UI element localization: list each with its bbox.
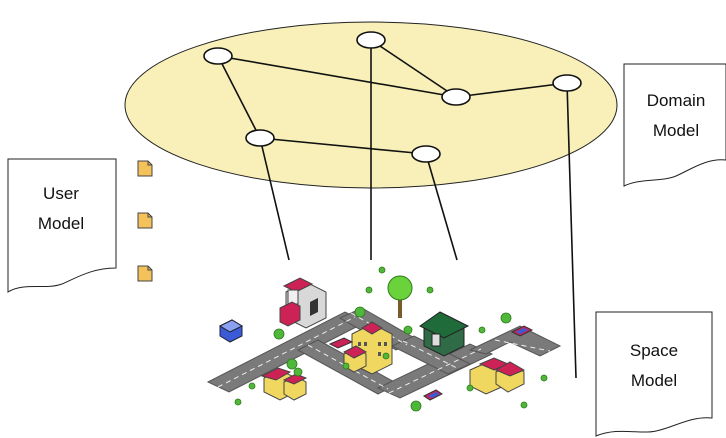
page-icon	[137, 265, 153, 282]
user-model-document: User Model	[7, 158, 117, 293]
vehicle	[423, 389, 443, 401]
user-model-label-1: User	[43, 184, 79, 203]
bushes	[234, 266, 548, 412]
domain-edges	[217, 39, 568, 155]
user-model-label-2: Model	[38, 214, 84, 233]
building	[342, 345, 368, 373]
building	[279, 301, 301, 327]
node	[411, 145, 441, 163]
domain-nodes	[203, 31, 582, 163]
city-illustration	[206, 266, 562, 412]
node	[552, 74, 582, 92]
node	[441, 88, 471, 106]
vehicle	[510, 325, 534, 337]
tree	[387, 275, 413, 318]
space-model-label-1: Space	[630, 341, 678, 360]
mapping-edges	[259, 40, 577, 379]
vehicle	[328, 337, 354, 349]
blue-vehicle	[218, 319, 244, 343]
page-icon	[137, 212, 153, 229]
domain-model-label-2: Model	[653, 121, 699, 140]
node	[203, 47, 233, 65]
node	[245, 129, 275, 147]
domain-model-document: Domain Model	[623, 63, 726, 187]
space-model-document: Space Model	[595, 311, 713, 437]
building	[469, 357, 526, 395]
space-model-label-2: Model	[631, 371, 677, 390]
domain-model-label-1: Domain	[647, 91, 706, 110]
building	[419, 311, 470, 357]
building	[260, 367, 308, 401]
node	[356, 31, 386, 49]
page-icon	[137, 160, 153, 177]
